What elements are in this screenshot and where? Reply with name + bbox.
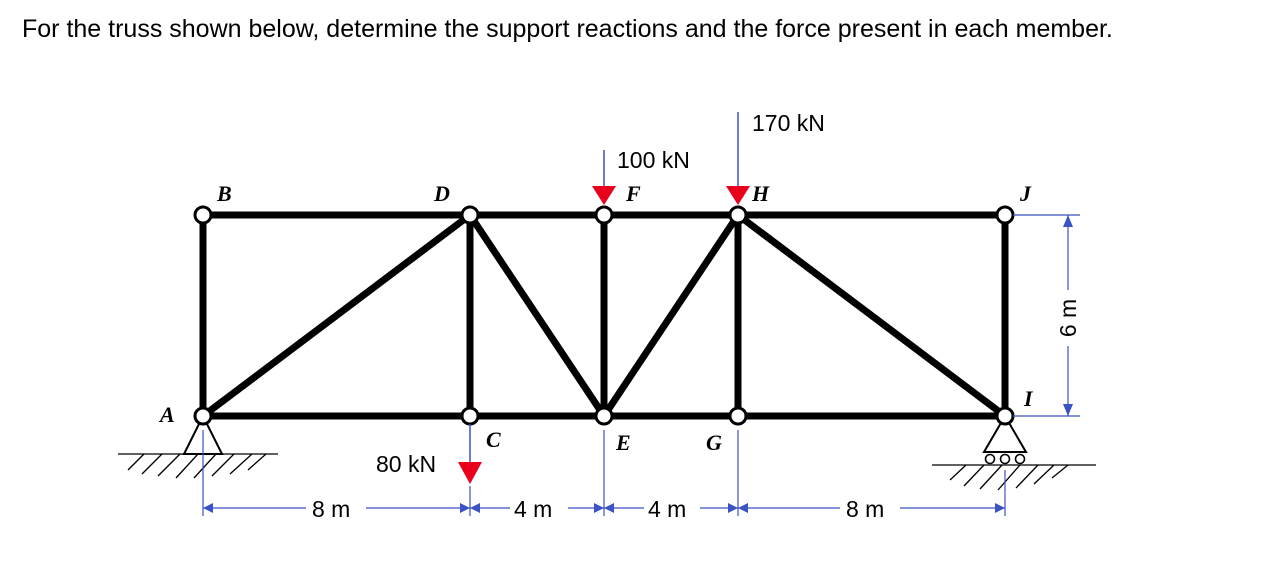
load-label-h: 170 kN xyxy=(752,110,825,136)
node-label-c: C xyxy=(486,427,501,452)
truss-members xyxy=(199,211,1009,420)
member-ad xyxy=(199,211,474,420)
load-label-c: 80 kN xyxy=(376,451,436,477)
member-de xyxy=(466,211,608,420)
node-label-f: F xyxy=(625,181,641,206)
roller-support xyxy=(982,414,1028,465)
joint-c xyxy=(460,406,480,426)
pin-support-ground xyxy=(118,453,278,479)
load-label-f: 100 kN xyxy=(617,147,690,173)
truss-joints xyxy=(193,205,1015,426)
member-hi xyxy=(734,211,1009,420)
joint-e xyxy=(594,406,614,426)
node-label-j: J xyxy=(1019,181,1032,206)
node-label-g: G xyxy=(706,430,722,455)
node-label-e: E xyxy=(615,430,631,455)
node-label-a: A xyxy=(158,402,175,427)
member-eh xyxy=(600,211,742,420)
load-arrow-h xyxy=(726,112,750,205)
node-label-b: B xyxy=(216,181,232,206)
joint-a xyxy=(193,406,213,426)
joint-f xyxy=(594,205,614,225)
vertical-dimension xyxy=(1013,214,1080,417)
load-arrow-c xyxy=(458,424,482,484)
node-label-d: D xyxy=(433,181,450,206)
joint-j xyxy=(995,205,1015,225)
dimension-label-eg: 4 m xyxy=(648,496,686,522)
dimension-label-ce: 4 m xyxy=(514,496,552,522)
joint-b xyxy=(193,205,213,225)
joint-g xyxy=(728,406,748,426)
horizontal-dimensions xyxy=(202,430,1006,516)
problem-statement: For the truss shown below, determine the… xyxy=(22,15,1113,43)
node-label-i: I xyxy=(1023,386,1034,411)
dimension-label-ac: 8 m xyxy=(312,496,350,522)
load-arrow-f xyxy=(592,150,616,205)
dimension-label-gi: 8 m xyxy=(846,496,884,522)
dimension-label-height: 6 m xyxy=(1055,299,1081,337)
node-label-h: H xyxy=(751,181,770,206)
joint-h xyxy=(728,205,748,225)
roller-support-ground xyxy=(932,464,1096,491)
joint-d xyxy=(460,205,480,225)
joint-i xyxy=(995,406,1015,426)
